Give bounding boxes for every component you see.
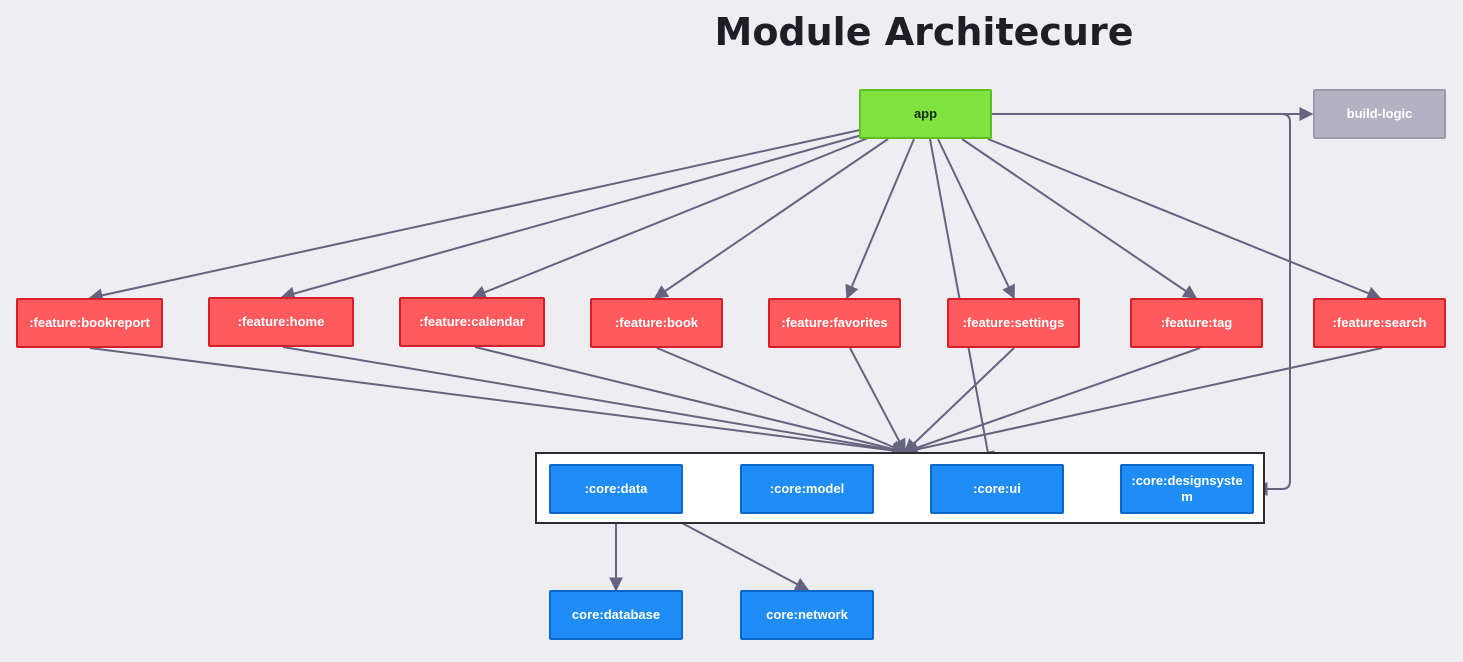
edge-app-book (653, 138, 889, 299)
edge-calendar-core (474, 346, 907, 456)
node-feature-search[interactable]: :feature:search (1313, 298, 1446, 348)
node-core-data[interactable]: :core:data (549, 464, 683, 514)
edge-app-settings (937, 138, 1015, 300)
edge-favorites-core (849, 347, 906, 454)
edge-data-network (664, 513, 810, 591)
node-feature-bookreport[interactable]: :feature:bookreport (16, 298, 163, 348)
node-feature-settings[interactable]: :feature:settings (947, 298, 1080, 348)
node-app[interactable]: app (859, 89, 992, 139)
node-core-model[interactable]: :core:model (740, 464, 874, 514)
node-feature-book[interactable]: :feature:book (590, 298, 723, 348)
node-core-database[interactable]: core:database (549, 590, 683, 640)
edge-book-core (656, 347, 907, 454)
node-feature-tag[interactable]: :feature:tag (1130, 298, 1263, 348)
edge-app-home (280, 134, 863, 301)
edge-app-calendar (471, 137, 869, 299)
edge-app-designsystem (992, 113, 1291, 496)
node-feature-calendar[interactable]: :feature:calendar (399, 297, 545, 347)
edge-bookreport-core (89, 347, 907, 458)
edge-app-favorites (845, 138, 915, 300)
node-build-logic[interactable]: build-logic (1313, 89, 1446, 139)
edge-tag-core (903, 347, 1201, 455)
edge-home-core (282, 346, 907, 457)
node-feature-home[interactable]: :feature:home (208, 297, 354, 347)
edge-app-bookreport (88, 129, 861, 303)
node-core-network[interactable]: core:network (740, 590, 874, 640)
edge-settings-core (903, 347, 1015, 453)
node-feature-favorites[interactable]: :feature:favorites (768, 298, 901, 348)
node-core-designsystem[interactable]: :core:designsystem (1120, 464, 1254, 514)
edge-app-search (987, 138, 1382, 300)
node-core-ui[interactable]: :core:ui (930, 464, 1064, 514)
edge-app-tag (961, 138, 1198, 299)
edge-search-core (903, 347, 1383, 457)
diagram-title: Module Architecure (714, 10, 1134, 54)
